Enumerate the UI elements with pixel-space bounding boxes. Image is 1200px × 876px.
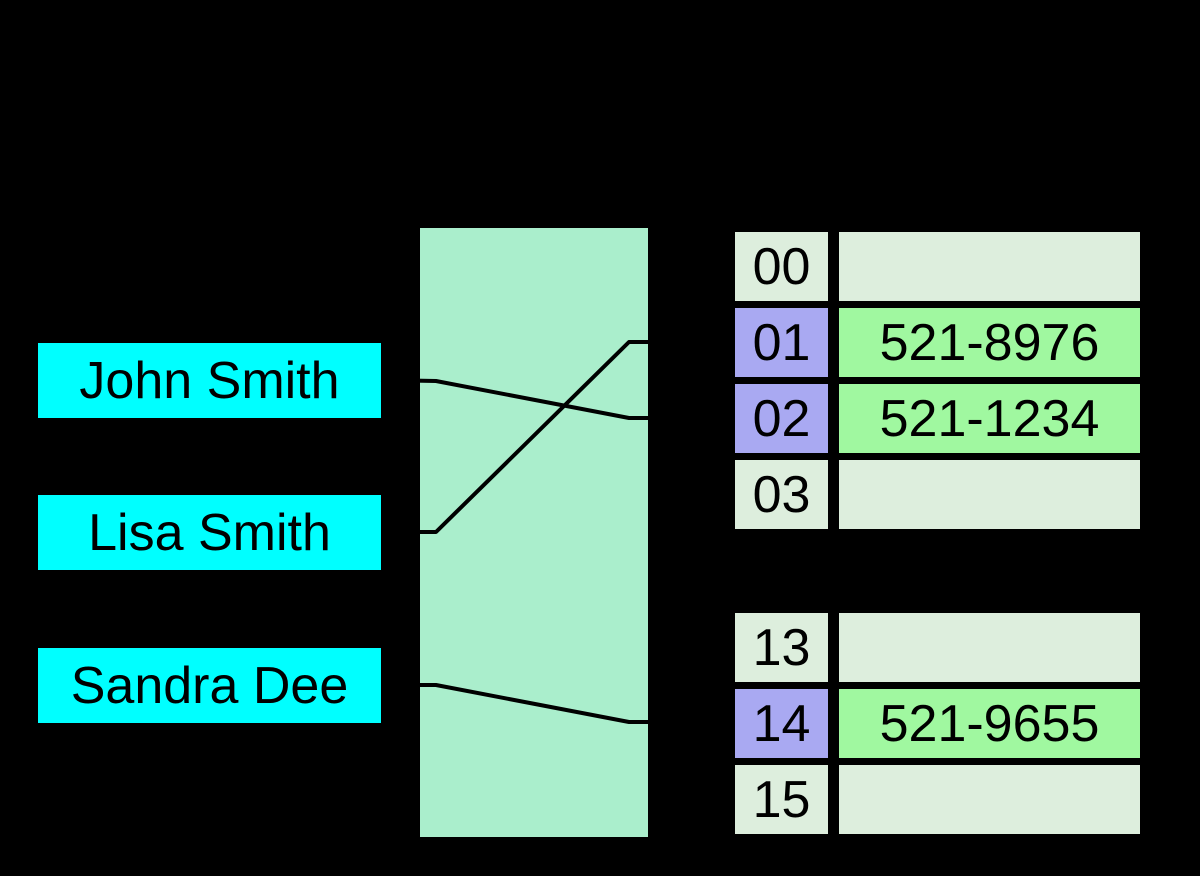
bucket-value-00: [839, 232, 1140, 301]
key-box-lisa-smith: Lisa Smith: [38, 495, 381, 570]
key-box-sandra-dee: Sandra Dee: [38, 648, 381, 723]
bucket-value-03: [839, 460, 1140, 529]
bucket-index-15: 15: [735, 765, 828, 834]
bucket-index-14: 14: [735, 689, 828, 758]
bucket-index-13: 13: [735, 613, 828, 682]
bucket-value-14: 521-9655: [839, 689, 1140, 758]
bucket-value-15: [839, 765, 1140, 834]
key-box-john-smith: John Smith: [38, 343, 381, 418]
bucket-value-13: [839, 613, 1140, 682]
bucket-value-02: 521-1234: [839, 384, 1140, 453]
bucket-index-03: 03: [735, 460, 828, 529]
bucket-index-00: 00: [735, 232, 828, 301]
hash-function-box: [420, 228, 648, 837]
bucket-index-02: 02: [735, 384, 828, 453]
bucket-index-01: 01: [735, 308, 828, 377]
bucket-value-01: 521-8976: [839, 308, 1140, 377]
